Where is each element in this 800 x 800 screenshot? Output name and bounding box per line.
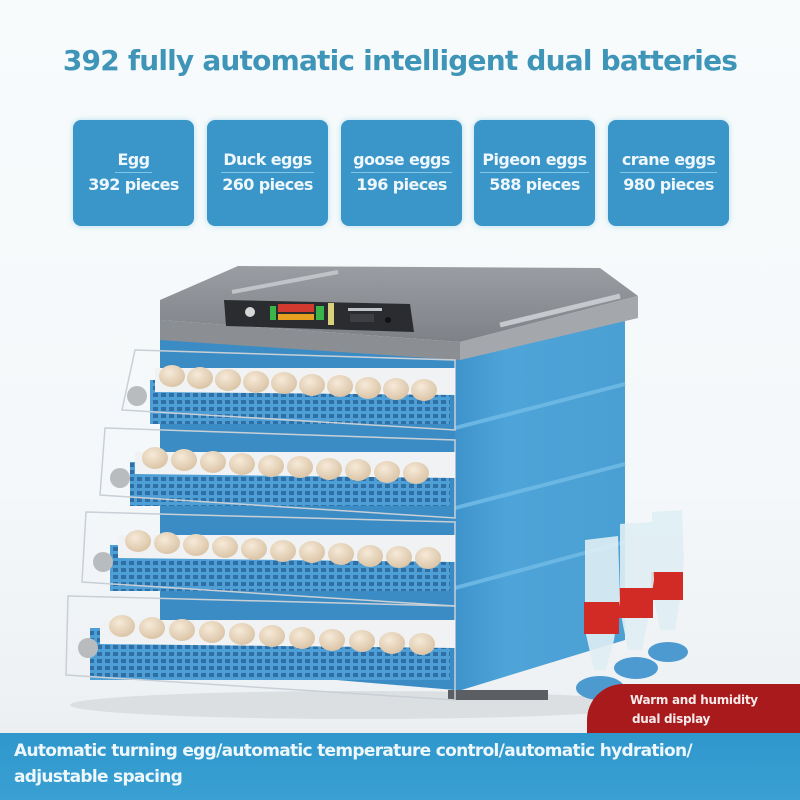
headline-title: 392 fully automatic intelligent dual bat… [62,44,738,77]
card-name: crane eggs [619,150,718,173]
capacity-card-duck: Duck eggs 260 pieces [207,120,328,226]
card-name: goose eggs [351,150,452,173]
feature-banner [0,733,800,800]
capacity-card-crane: crane eggs 980 pieces [608,120,729,226]
card-count: 392 pieces [88,174,179,194]
feature-line-2: adjustable spacing [14,767,183,787]
card-count: 980 pieces [623,174,714,194]
water-bottle-2 [614,522,658,679]
egg-drawer-2 [99,427,456,519]
egg-drawer-4 [65,595,456,701]
capacity-card-egg: Egg 392 pieces [73,120,194,226]
card-count: 588 pieces [489,174,580,194]
incubator-lid [160,266,638,360]
dual-display-badge-text: Warm and humidity dual display [630,691,800,729]
control-panel-display [224,300,414,332]
card-count: 260 pieces [222,174,313,194]
dual-display-badge [587,684,800,733]
card-count: 196 pieces [356,174,447,194]
card-name: Pigeon eggs [480,150,589,173]
water-bottle-3 [648,510,688,662]
egg-drawers [65,349,456,701]
feature-line-1: Automatic turning egg/automatic temperat… [14,741,693,761]
capacity-cards: Egg 392 pieces Duck eggs 260 pieces goos… [73,120,729,226]
egg-drawer-3 [81,511,456,607]
badge-line-2: dual display [632,712,711,726]
capacity-card-pigeon: Pigeon eggs 588 pieces [474,120,595,226]
badge-line-1: Warm and humidity [630,693,758,707]
egg-drawer-1 [121,349,456,431]
feature-banner-text: Automatic turning egg/automatic temperat… [14,738,794,790]
card-name: Egg [115,150,152,173]
card-name: Duck eggs [221,150,314,173]
capacity-card-goose: goose eggs 196 pieces [341,120,462,226]
